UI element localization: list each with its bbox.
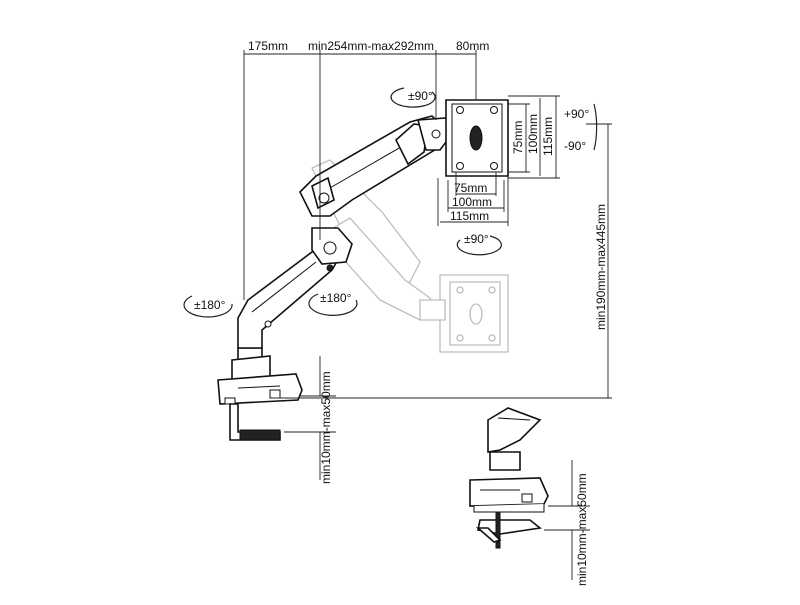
label-vesa-h-100: 100mm bbox=[452, 195, 492, 209]
rotation-indicators bbox=[183, 87, 598, 318]
label-elbow-swivel: ±180° bbox=[320, 291, 352, 305]
label-tilt-up: +90° bbox=[564, 107, 589, 121]
label-vesa-h-115: 115mm bbox=[450, 209, 489, 223]
label-arm-outer: min254mm-max292mm bbox=[308, 39, 434, 53]
desk-clamp bbox=[217, 355, 303, 441]
vesa-plate bbox=[445, 99, 509, 177]
labels: 175mm min254mm-max292mm 80mm ±90° ±90° ±… bbox=[194, 39, 608, 586]
grommet-mount bbox=[469, 407, 549, 549]
label-swivel-head-top: ±90° bbox=[408, 89, 433, 103]
label-vesa-v-100: 100mm bbox=[526, 114, 540, 154]
label-swivel-head-bottom: ±90° bbox=[464, 232, 489, 246]
label-head-offset: 80mm bbox=[456, 39, 489, 53]
monitor-arm bbox=[237, 115, 453, 361]
label-grommet-thickness: min10mm-max50mm bbox=[575, 473, 589, 586]
label-tilt-down: -90° bbox=[564, 139, 586, 153]
label-vesa-h-75: 75mm bbox=[454, 181, 487, 195]
label-arm-inner: 175mm bbox=[248, 39, 288, 53]
dimension-lines bbox=[243, 50, 612, 580]
label-base-swivel: ±180° bbox=[194, 298, 226, 312]
label-height-range: min190mm-max445mm bbox=[594, 204, 608, 330]
label-vesa-v-115: 115mm bbox=[541, 117, 555, 156]
label-clamp-thickness: min10mm-max50mm bbox=[319, 371, 333, 484]
label-vesa-v-75: 75mm bbox=[511, 121, 525, 154]
